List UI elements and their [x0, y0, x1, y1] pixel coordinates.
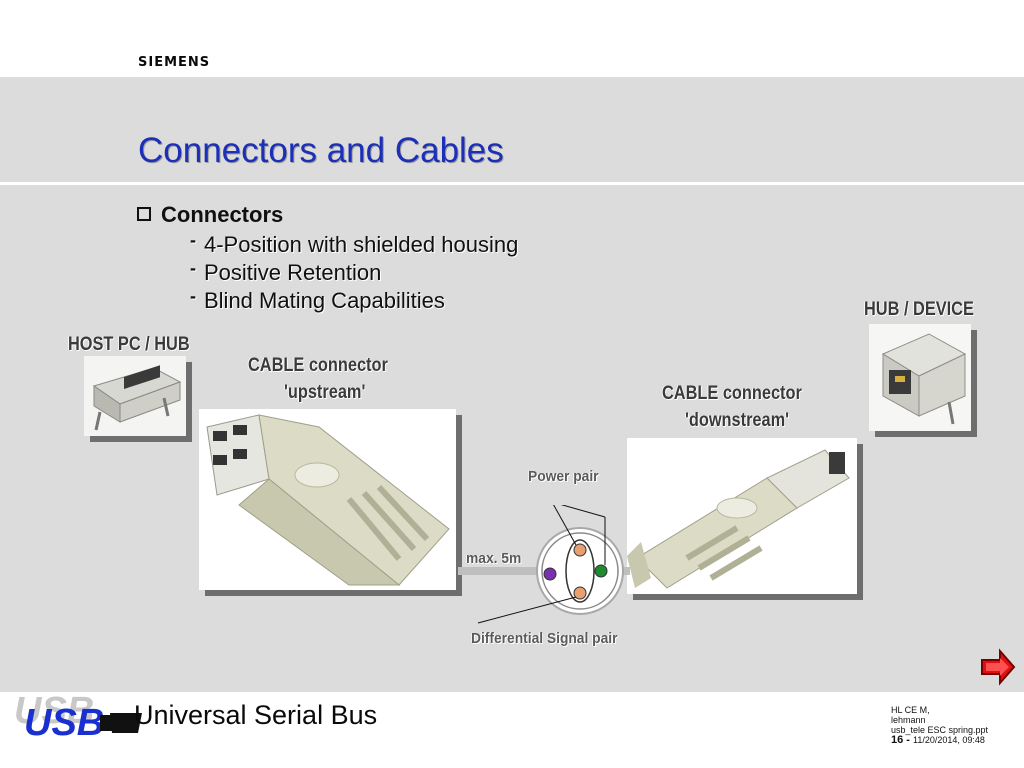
label-cable-upstream-line1: CABLE connector — [248, 355, 388, 376]
sub-item-blind-mating-label: Blind Mating Capabilities — [204, 288, 445, 313]
label-host-pc-hub: HOST PC / HUB — [68, 334, 190, 355]
cable-downstream-illustration — [627, 438, 857, 594]
next-slide-arrow-icon[interactable] — [978, 648, 1018, 686]
label-cable-upstream-line2: 'upstream' — [284, 382, 366, 403]
sub-item-housing-label: 4-Position with shielded housing — [204, 232, 519, 257]
cable-shield — [541, 532, 619, 610]
cable-downstream-image — [627, 438, 857, 594]
bullet-connectors: Connectors — [137, 202, 283, 228]
cable-cross-section-diagram — [458, 505, 630, 624]
cable-upstream-illustration — [199, 409, 456, 590]
sub-item-housing: -4-Position with shielded housing — [190, 230, 518, 258]
usb-logo-shadow-text: USB — [14, 693, 94, 732]
footer-date: 11/20/2014, 09:48 — [913, 735, 985, 745]
usb-plug-icon — [110, 713, 142, 733]
label-power-pair: Power pair — [528, 468, 599, 485]
cable-line — [458, 567, 540, 575]
label-differential-signal-pair: Differential Signal pair — [471, 630, 618, 647]
usb-plug-body-icon — [100, 715, 112, 731]
dash-bullet-icon: - — [190, 258, 196, 278]
signal-pair-leader — [477, 596, 577, 624]
power-pair-leader-2 — [560, 505, 606, 518]
bullet-connectors-label: Connectors — [161, 202, 284, 227]
cable-upstream-image — [199, 409, 456, 590]
slide-title: Connectors and Cables — [138, 131, 504, 170]
sub-item-retention-label: Positive Retention — [204, 260, 382, 285]
dash-bullet-icon: - — [190, 286, 196, 306]
host-receptacle-image — [84, 356, 186, 436]
footer-title: Universal Serial Bus — [134, 700, 378, 730]
sub-item-blind-mating: -Blind Mating Capabilities — [190, 286, 445, 314]
label-max-length: max. 5m — [466, 550, 522, 567]
usb-logo-text: USB — [24, 702, 104, 743]
title-divider — [0, 182, 1024, 185]
hub-device-receptacle-image — [869, 324, 971, 431]
power-pair-ring — [565, 539, 595, 603]
footer-meta: HL CE M, lehmann usb_tele ESC spring.ppt… — [891, 705, 989, 746]
signal-wire-left — [543, 567, 557, 581]
footer-meta-line1: HL CE M, — [891, 705, 930, 715]
label-hub-device: HUB / DEVICE — [864, 299, 974, 320]
signal-wire-right — [594, 564, 608, 578]
footer-page-line: 16 - 11/20/2014, 09:48 — [891, 734, 988, 746]
host-receptacle-illustration — [84, 356, 186, 436]
page-number: 16 - — [891, 734, 910, 746]
sub-item-retention: -Positive Retention — [190, 258, 381, 286]
label-cable-downstream-line2: 'downstream' — [685, 410, 790, 431]
footer-meta-line3: usb_tele ESC spring.ppt — [891, 725, 989, 735]
power-wire-top — [573, 543, 587, 557]
label-cable-downstream-line1: CABLE connector — [662, 383, 802, 404]
dash-bullet-icon: - — [190, 230, 196, 250]
checkbox-bullet-icon — [137, 207, 151, 221]
footer-meta-line2: lehmann — [891, 715, 926, 725]
siemens-logo: SIEMENS — [138, 55, 211, 70]
hub-device-receptacle-illustration — [869, 324, 971, 431]
power-pair-leader-1 — [553, 505, 577, 546]
usb-logo: USB USB — [14, 693, 142, 743]
power-wire-bottom — [573, 586, 587, 600]
